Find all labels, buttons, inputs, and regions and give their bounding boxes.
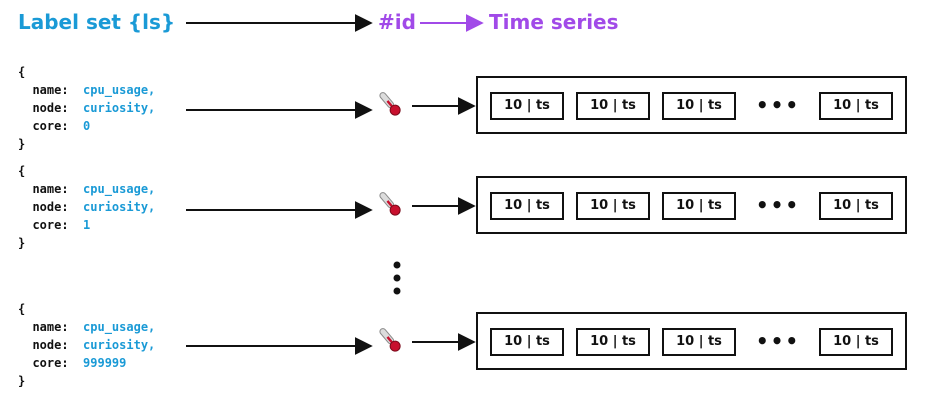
- sample-cell: 10 | ts: [490, 192, 564, 220]
- sample-cell: 10 | ts: [819, 92, 893, 120]
- open-brace: {: [18, 65, 26, 79]
- field-value: curiosity,: [83, 338, 156, 352]
- time-series-box: 10 | ts 10 | ts 10 | ts ••• 10 | ts: [476, 76, 907, 134]
- time-series-box: 10 | ts 10 | ts 10 | ts ••• 10 | ts: [476, 312, 907, 370]
- field-key: name:: [32, 320, 69, 334]
- close-brace: }: [18, 137, 26, 151]
- sample-cell: 10 | ts: [490, 328, 564, 356]
- sample-cell: 10 | ts: [662, 328, 736, 356]
- field-key: node:: [32, 200, 69, 214]
- field-key: name:: [32, 83, 69, 97]
- sample-cell: 10 | ts: [662, 192, 736, 220]
- sample-cell: 10 | ts: [662, 92, 736, 120]
- sample-cell: 10 | ts: [490, 92, 564, 120]
- sample-cell: 10 | ts: [576, 192, 650, 220]
- sample-cell: 10 | ts: [819, 328, 893, 356]
- field-row: name: cpu_usage,: [18, 318, 188, 336]
- field-row: node: curiosity,: [18, 99, 188, 117]
- time-series-box: 10 | ts 10 | ts 10 | ts ••• 10 | ts: [476, 176, 907, 234]
- field-key: node:: [32, 338, 69, 352]
- field-value: 0: [83, 119, 91, 133]
- field-row: node: curiosity,: [18, 336, 188, 354]
- field-row: core: 999999: [18, 354, 188, 372]
- field-value: 999999: [83, 356, 127, 370]
- label-set-block: { name: cpu_usage, node: curiosity, core…: [18, 63, 188, 153]
- close-brace: }: [18, 374, 26, 388]
- id-heading: #id: [378, 10, 416, 34]
- close-brace: }: [18, 236, 26, 250]
- field-key: core:: [32, 119, 69, 133]
- label-set-block: { name: cpu_usage, node: curiosity, core…: [18, 300, 188, 390]
- sample-cell: 10 | ts: [576, 328, 650, 356]
- field-key: node:: [32, 101, 69, 115]
- ellipsis: •••: [755, 93, 801, 117]
- label-set-block: { name: cpu_usage, node: curiosity, core…: [18, 162, 188, 252]
- vertical-ellipsis-icon: [393, 261, 401, 295]
- field-value: cpu_usage,: [83, 182, 156, 196]
- field-value: curiosity,: [83, 101, 156, 115]
- sample-cell: 10 | ts: [576, 92, 650, 120]
- sample-cell: 10 | ts: [819, 192, 893, 220]
- field-value: cpu_usage,: [83, 83, 156, 97]
- field-value: 1: [83, 218, 91, 232]
- thermometer-icon: [379, 192, 401, 216]
- thermometer-icon: [379, 92, 401, 116]
- field-value: curiosity,: [83, 200, 156, 214]
- field-key: name:: [32, 182, 69, 196]
- field-row: node: curiosity,: [18, 198, 188, 216]
- field-row: name: cpu_usage,: [18, 180, 188, 198]
- field-key: core:: [32, 218, 69, 232]
- time-series-heading: Time series: [489, 10, 619, 34]
- ellipsis: •••: [755, 329, 801, 353]
- label-set-heading: Label set {ls}: [18, 10, 176, 34]
- field-row: core: 1: [18, 216, 188, 234]
- field-value: cpu_usage,: [83, 320, 156, 334]
- open-brace: {: [18, 164, 26, 178]
- field-key: core:: [32, 356, 69, 370]
- ellipsis: •••: [755, 193, 801, 217]
- open-brace: {: [18, 302, 26, 316]
- thermometer-icon: [379, 328, 401, 352]
- field-row: name: cpu_usage,: [18, 81, 188, 99]
- field-row: core: 0: [18, 117, 188, 135]
